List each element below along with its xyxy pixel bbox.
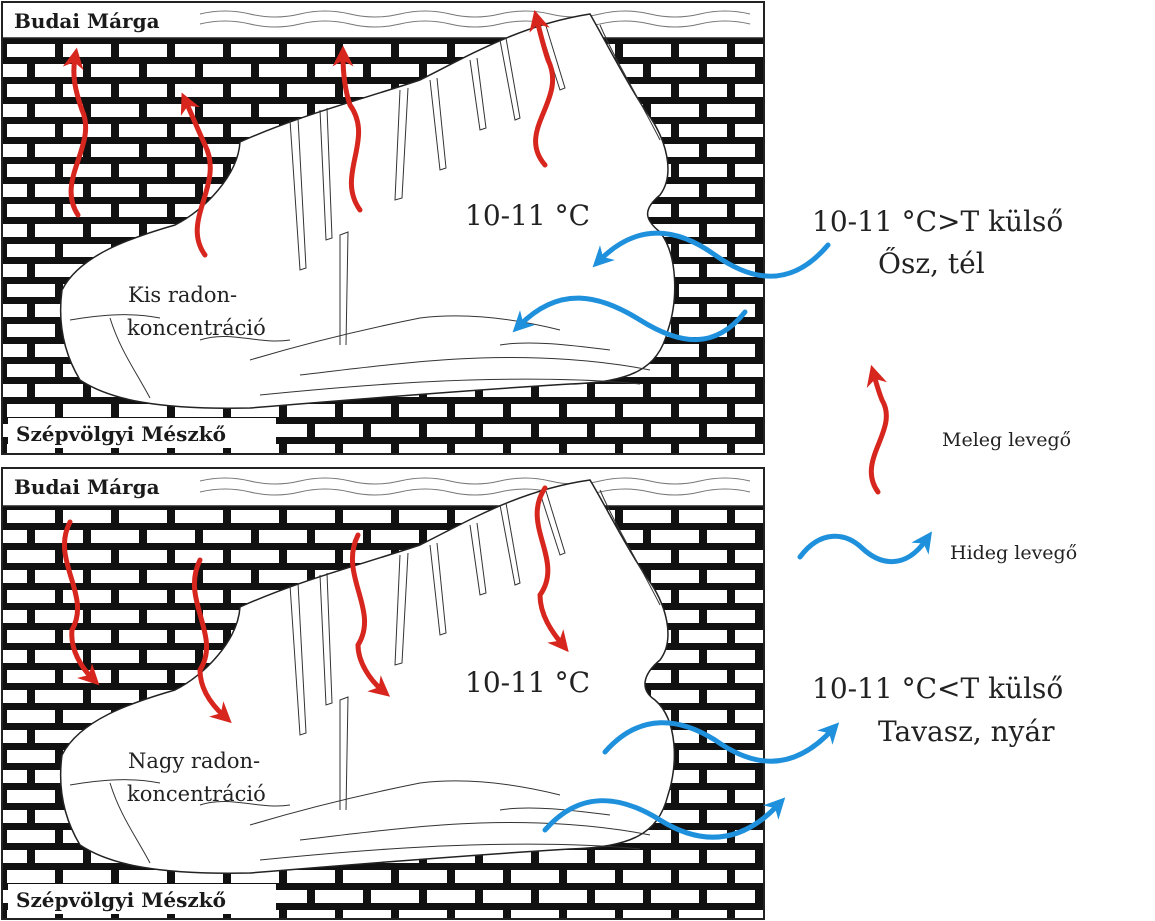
warm-air-arrow	[180, 92, 213, 258]
radon-label-line2: koncentráció	[127, 316, 266, 340]
cold-air-arrow	[592, 230, 831, 279]
legend-warm-label: Meleg levegő	[942, 429, 1071, 451]
red-wavy-arrow-icon	[866, 364, 889, 495]
cave-temperature: 10-11 °C	[465, 666, 590, 699]
warm-air-arrows	[62, 9, 556, 258]
cold-air-arrows	[542, 720, 840, 840]
legend: Meleg levegő Hideg levegő	[797, 364, 1077, 565]
marl-wave	[199, 20, 751, 28]
cave-outline	[59, 13, 676, 409]
cold-air-arrows	[512, 230, 831, 343]
marl-wave	[199, 10, 751, 18]
blue-wavy-arrow-icon	[797, 531, 933, 565]
condition-line2: Tavasz, nyár	[878, 715, 1055, 748]
cave-texture	[69, 489, 661, 864]
warm-air-arrow	[529, 9, 556, 168]
warm-air-arrow	[534, 485, 569, 653]
cold-air-arrow	[512, 295, 748, 343]
radon-label-line1: Nagy radon-	[128, 749, 260, 773]
warm-air-arrow	[62, 47, 89, 218]
cold-air-arrow	[542, 797, 786, 840]
cave-temperature: 10-11 °C	[465, 199, 590, 232]
radon-label-line2: koncentráció	[127, 782, 266, 806]
marl-wave	[199, 488, 751, 496]
panel-autumn-winter: Budai Márga Szépvölgyi Mészkő 10-11 °C K…	[1, 1, 831, 455]
bottom-rock-label: Szépvölgyi Mészkő	[16, 422, 226, 446]
warm-air-arrows	[62, 485, 569, 724]
cave-texture	[69, 24, 661, 399]
condition-line2: Ősz, tél	[878, 246, 985, 280]
warm-air-arrow	[62, 519, 100, 686]
panel-spring-summer: Budai Márga Szépvölgyi Mészkő 10-11 °C N…	[1, 467, 840, 920]
top-rock-label: Budai Márga	[14, 475, 160, 499]
warm-air-arrow	[192, 557, 232, 724]
cold-air-arrow	[602, 720, 840, 764]
top-rock-label: Budai Márga	[14, 9, 160, 33]
condition-line1: 10-11 °C>T külső	[812, 205, 1063, 238]
bottom-rock-label: Szépvölgyi Mészkő	[16, 888, 226, 912]
warm-air-arrow	[350, 532, 391, 697]
warm-air-arrow	[332, 45, 363, 213]
radon-label-line1: Kis radon-	[128, 283, 237, 307]
condition-line1: 10-11 °C<T külső	[812, 672, 1063, 705]
marl-wave	[199, 477, 751, 485]
legend-cold-label: Hideg levegő	[950, 542, 1077, 564]
